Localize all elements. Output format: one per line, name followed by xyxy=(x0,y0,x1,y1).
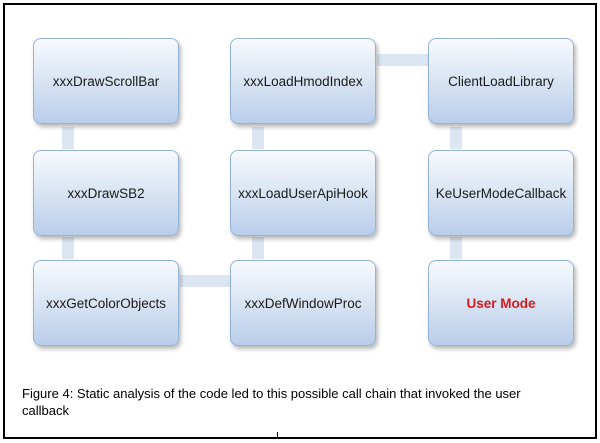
connector-loaduserapihook-loadhmodindex xyxy=(252,127,264,149)
node-xxxdrawscrollbar: xxxDrawScrollBar xyxy=(33,38,179,124)
node-xxxgetcolorobjects: xxxGetColorObjects xyxy=(33,260,179,346)
figure-caption: Figure 4: Static analysis of the code le… xyxy=(22,386,521,418)
node-xxxloaduserapihook: xxxLoadUserApiHook xyxy=(230,150,376,236)
connector-keusermodecallback-usermode xyxy=(450,237,462,259)
node-keusermodecallback: KeUserModeCallback xyxy=(428,150,574,236)
connector-clientloadlibrary-keusermodecallback xyxy=(450,127,462,149)
connector-defwindowproc-loaduserapihook xyxy=(252,237,264,259)
node-clientloadlibrary: ClientLoadLibrary xyxy=(428,38,574,124)
node-xxxloadhmodindex: xxxLoadHmodIndex xyxy=(230,38,376,124)
node-xxxdefwindowproc: xxxDefWindowProc xyxy=(230,260,376,346)
connector-drawscrollbar-drawsb2 xyxy=(62,127,74,149)
bottom-tick-mark xyxy=(277,432,278,438)
connector-loadhmodindex-clientloadlibrary xyxy=(377,54,428,66)
node-user-mode: User Mode xyxy=(428,260,574,346)
connector-getcolorobjects-defwindowproc xyxy=(180,275,230,287)
node-xxxdrawsb2: xxxDrawSB2 xyxy=(33,150,179,236)
connector-drawsb2-getcolorobjects xyxy=(62,237,74,259)
